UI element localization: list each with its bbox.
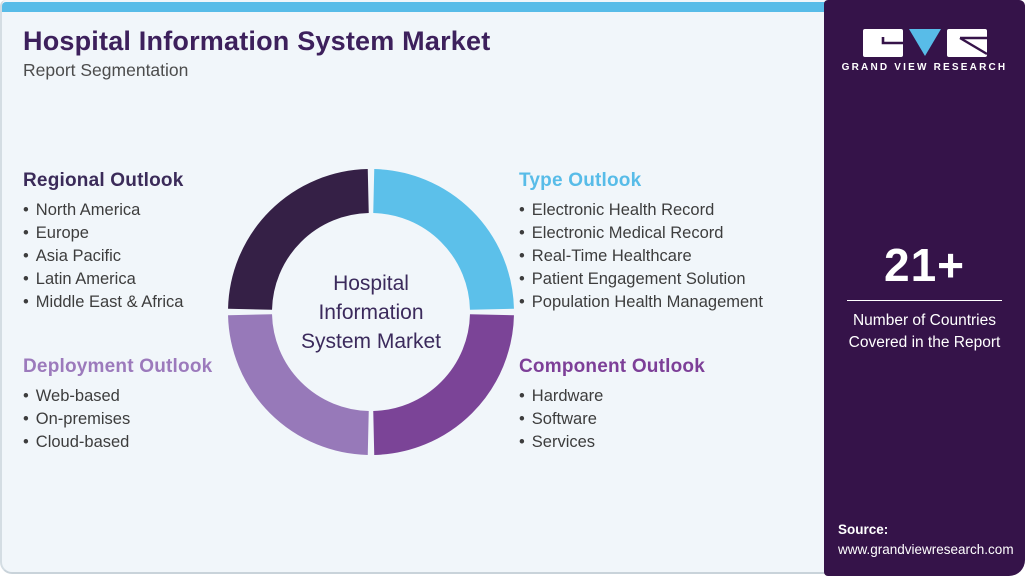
list-item: Services bbox=[519, 431, 819, 454]
list-item: Hardware bbox=[519, 385, 819, 408]
section-regional-outlook: Regional Outlook North AmericaEuropeAsia… bbox=[23, 170, 253, 314]
sidebar: GRAND VIEW RESEARCH 21+ Number of Countr… bbox=[824, 0, 1025, 576]
section-title: Type Outlook bbox=[519, 170, 642, 191]
list-item: Electronic Medical Record bbox=[519, 222, 819, 245]
list-item: Electronic Health Record bbox=[519, 199, 819, 222]
section-component-outlook: Component Outlook HardwareSoftwareServic… bbox=[519, 356, 819, 454]
list-item: Real-Time Healthcare bbox=[519, 245, 819, 268]
page-subtitle: Report Segmentation bbox=[23, 60, 189, 80]
stat-divider bbox=[847, 300, 1002, 301]
donut-segment bbox=[228, 313, 370, 455]
donut-segment bbox=[372, 169, 514, 311]
list-item: On-premises bbox=[23, 408, 253, 431]
donut-segment bbox=[372, 313, 514, 455]
donut-chart bbox=[228, 169, 514, 455]
content-panel: Hospital Information System Market Repor… bbox=[0, 0, 826, 574]
section-item-list: North AmericaEuropeAsia PacificLatin Ame… bbox=[23, 199, 253, 314]
list-item: Population Health Management bbox=[519, 291, 819, 314]
countries-stat: 21+ Number of Countries Covered in the R… bbox=[824, 238, 1025, 354]
list-item: Cloud-based bbox=[23, 431, 253, 454]
list-item: Latin America bbox=[23, 268, 253, 291]
section-title: Component Outlook bbox=[519, 356, 705, 377]
source-label: Source: bbox=[838, 522, 889, 537]
section-item-list: Electronic Health RecordElectronic Medic… bbox=[519, 199, 819, 314]
list-item: Middle East & Africa bbox=[23, 291, 253, 314]
page-title: Hospital Information System Market bbox=[23, 26, 491, 56]
stat-label: Number of Countries Covered in the Repor… bbox=[848, 312, 1001, 351]
source-block: Source: www.grandviewresearch.com bbox=[838, 520, 1014, 560]
list-item: Asia Pacific bbox=[23, 245, 253, 268]
list-item: Patient Engagement Solution bbox=[519, 268, 819, 291]
section-title: Regional Outlook bbox=[23, 170, 184, 191]
list-item: Software bbox=[519, 408, 819, 431]
donut-segment bbox=[228, 169, 370, 311]
list-item: Europe bbox=[23, 222, 253, 245]
donut-center-label: Hospital Information System Market bbox=[300, 271, 442, 353]
section-item-list: Web-basedOn-premisesCloud-based bbox=[23, 385, 253, 454]
section-item-list: HardwareSoftwareServices bbox=[519, 385, 819, 454]
section-title: Deployment Outlook bbox=[23, 356, 213, 377]
donut-chart-container: Hospital Information System Market bbox=[228, 169, 514, 455]
brand-name: GRAND VIEW RESEARCH bbox=[841, 62, 1008, 73]
section-deployment-outlook: Deployment Outlook Web-basedOn-premisesC… bbox=[23, 356, 253, 454]
stat-value: 21+ bbox=[883, 239, 966, 291]
list-item: Web-based bbox=[23, 385, 253, 408]
section-type-outlook: Type Outlook Electronic Health RecordEle… bbox=[519, 170, 819, 314]
top-accent-bar bbox=[2, 2, 828, 12]
list-item: North America bbox=[23, 199, 253, 222]
gvr-logo-icon bbox=[824, 28, 1025, 65]
source-url: www.grandviewresearch.com bbox=[838, 542, 1014, 557]
